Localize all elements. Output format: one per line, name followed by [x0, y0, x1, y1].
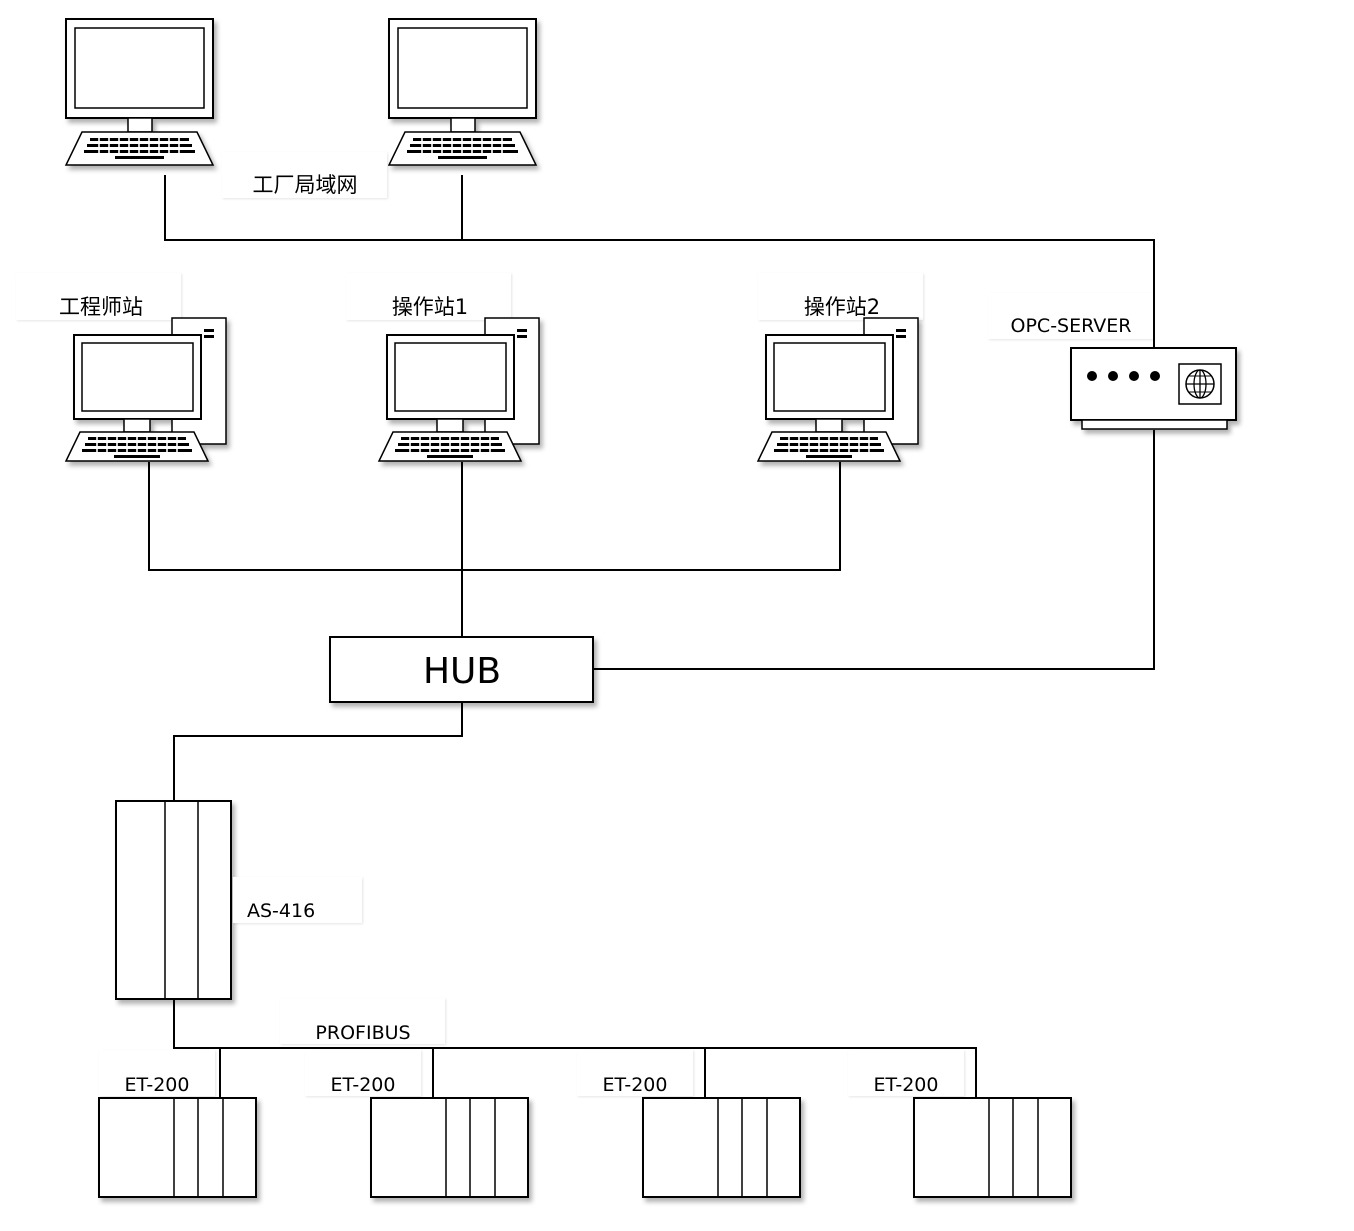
as416-label-box: AS-416: [233, 877, 362, 923]
profibus-label: PROFIBUS: [315, 1022, 410, 1044]
as416-label: AS-416: [247, 900, 315, 922]
operator-station-1-label-box: 操作站1: [346, 273, 511, 320]
lan-workstation-1: [65, 18, 214, 166]
hub-label: HUB: [423, 651, 501, 692]
desktop-computer-icon: [65, 18, 214, 166]
operator-station-1-label: 操作站1: [392, 295, 468, 319]
operator-station-2: [757, 317, 919, 462]
plc-rack-icon: [115, 800, 232, 1000]
opc-server-label-box: OPC-SERVER: [988, 293, 1153, 339]
et200-rack-4: [913, 1097, 1072, 1198]
engineer-station-label-box: 工程师站: [16, 273, 181, 320]
et200-label-box-3: ET-200: [577, 1050, 693, 1096]
desktop-computer-icon: [388, 18, 537, 166]
remote-io-rack-icon: [913, 1097, 1072, 1198]
operator-station-2-label-box: 操作站2: [758, 273, 923, 320]
connection-lines: [148, 175, 1155, 1098]
et200-label-3: ET-200: [603, 1074, 668, 1096]
as416-controller: [115, 800, 232, 1000]
network-server-globe-icon: [1070, 347, 1237, 430]
desktop-computer-with-tower-icon: [378, 317, 540, 462]
hub: HUB: [329, 636, 594, 703]
et200-label-2: ET-200: [331, 1074, 396, 1096]
desktop-computer-with-tower-icon: [65, 317, 227, 462]
et200-label-box-1: ET-200: [99, 1050, 215, 1096]
desktop-computer-with-tower-icon: [757, 317, 919, 462]
engineer-station-label: 工程师站: [59, 295, 143, 319]
et200-label-box-2: ET-200: [305, 1050, 421, 1096]
remote-io-rack-icon: [370, 1097, 529, 1198]
operator-station-2-label: 操作站2: [804, 295, 880, 319]
et200-rack-3: [642, 1097, 801, 1198]
engineer-station: [65, 317, 227, 462]
factory-lan-label: 工厂局域网: [253, 173, 358, 197]
et200-label-box-4: ET-200: [848, 1050, 964, 1096]
remote-io-rack-icon: [98, 1097, 257, 1198]
lan-workstation-2: [388, 18, 537, 166]
profibus-label-box: PROFIBUS: [280, 998, 445, 1044]
operator-station-1: [378, 317, 540, 462]
et200-label-4: ET-200: [874, 1074, 939, 1096]
et200-rack-1: [98, 1097, 257, 1198]
opc-server: [1070, 347, 1237, 430]
factory-lan-label-box: 工厂局域网: [222, 152, 387, 198]
et200-label-1: ET-200: [125, 1074, 190, 1096]
remote-io-rack-icon: [642, 1097, 801, 1198]
et200-rack-2: [370, 1097, 529, 1198]
opc-server-label: OPC-SERVER: [1011, 315, 1132, 337]
